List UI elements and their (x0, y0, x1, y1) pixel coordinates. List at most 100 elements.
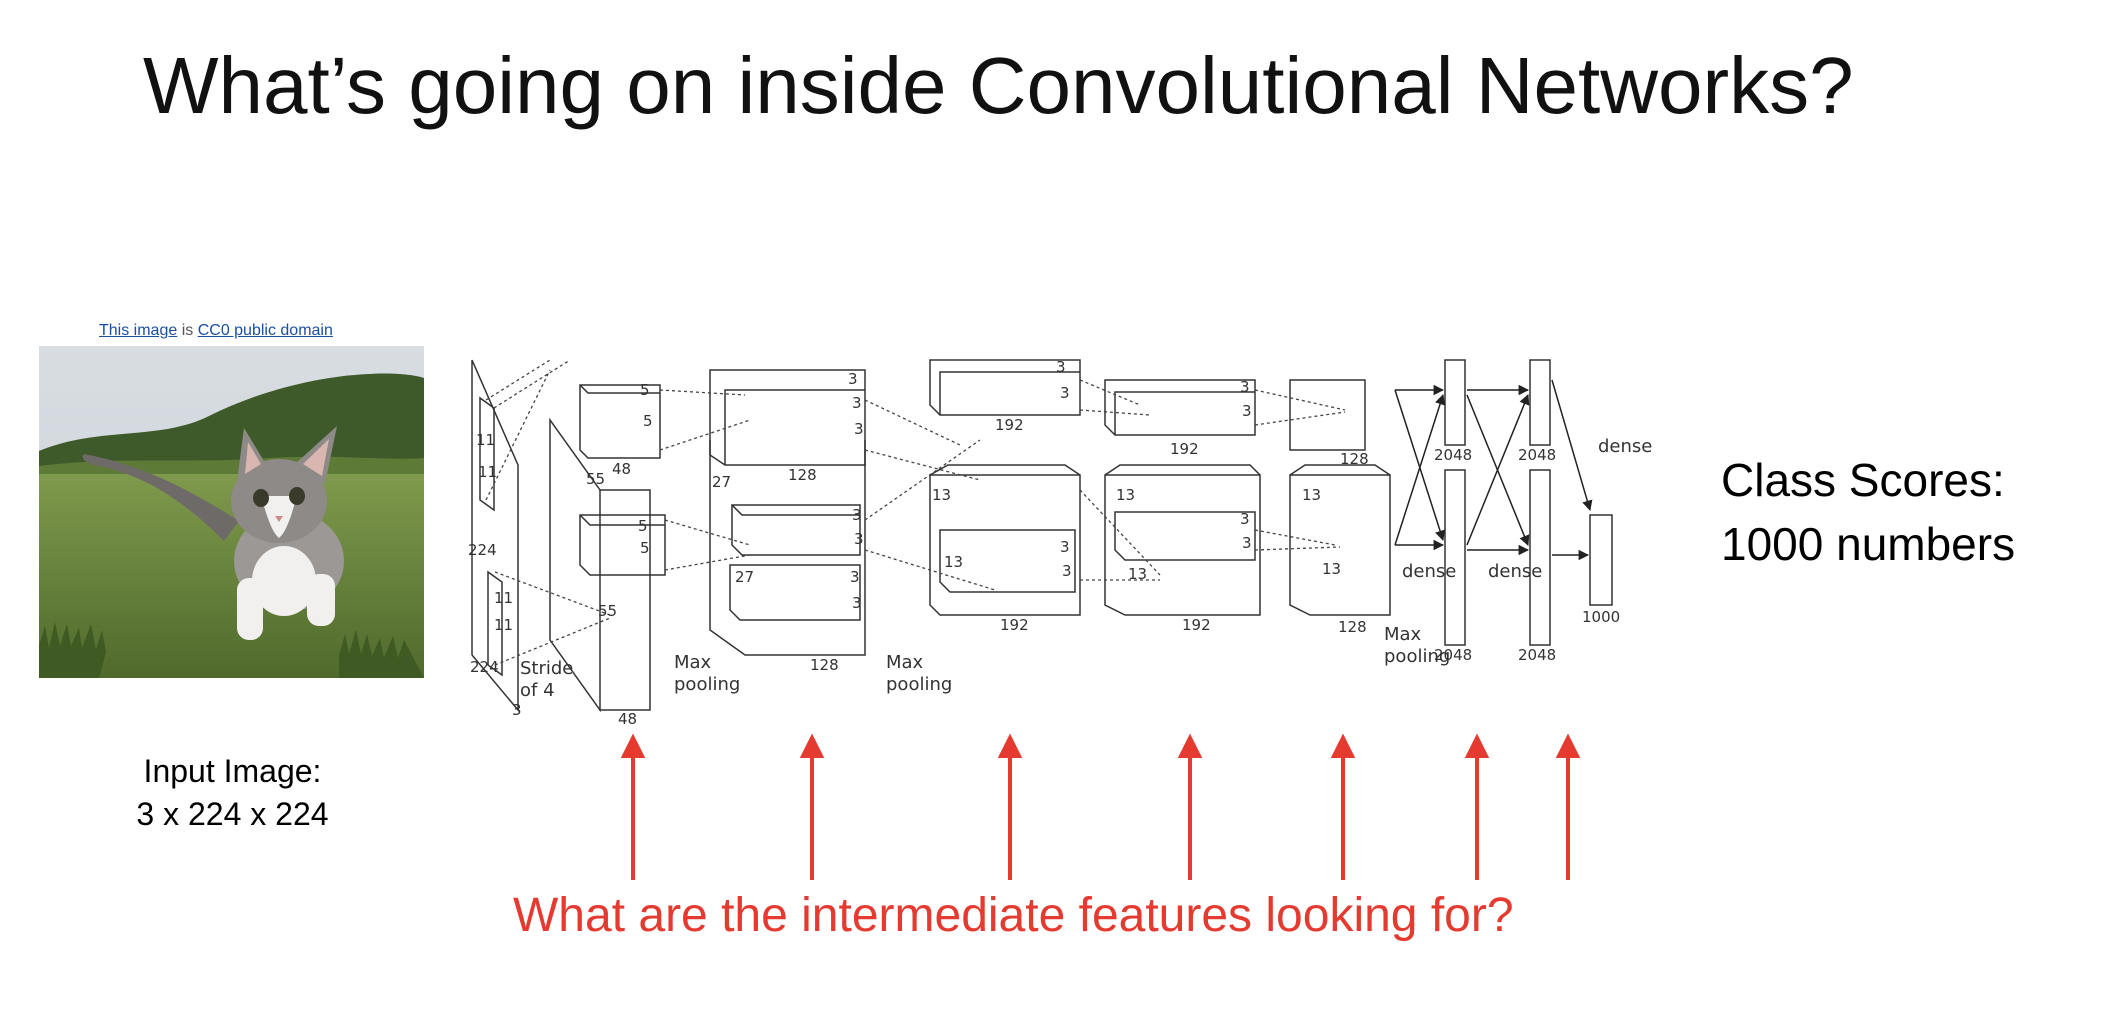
fc6-units-label: 2048 (1434, 646, 1472, 664)
dense-connections (1394, 379, 1593, 561)
kitten-leg-right (307, 574, 335, 626)
alexnet-diagram: 11 11 224 11 11 224 Stride of 4 3 5 5 48… (468, 358, 1652, 728)
kitten-nose (275, 516, 283, 522)
input-kernel-bottom (487, 570, 503, 677)
conv2-top (709, 369, 866, 466)
conv2-kernel-label: 3 (854, 530, 864, 548)
output-units-label: 1000 (1582, 608, 1620, 626)
input-height-label: 224 (468, 541, 497, 559)
conv1-kernel-label: 5 (640, 381, 650, 399)
conv2-kernel-label: 3 (852, 506, 862, 524)
output-caption-line1: Class Scores: (1721, 454, 2005, 506)
pool-label-1: Max (886, 652, 924, 673)
conv4-inner (1114, 511, 1256, 561)
license-link[interactable]: CC0 public domain (197, 322, 333, 339)
output-caption-line2: 1000 numbers (1721, 518, 2016, 570)
conv3-kernel-label: 3 (1056, 358, 1066, 376)
conv2-size-label: 27 (735, 568, 754, 586)
dense-label: dense (1402, 561, 1456, 582)
conv1-bottom (579, 514, 666, 576)
feature-arrow-head (997, 733, 1023, 758)
kernel-size-label: 11 (494, 589, 513, 607)
conv3-top (929, 359, 1081, 416)
pool-label-1: Max (1384, 624, 1422, 645)
fc6-top (1444, 359, 1466, 446)
dense-label: dense (1598, 436, 1652, 457)
dense-label: dense (1488, 561, 1542, 582)
conv2-bottom (729, 564, 861, 621)
image-link[interactable]: This image (99, 322, 178, 339)
output-caption: Class Scores: 1000 numbers (1721, 448, 2015, 576)
fc7-units-label: 2048 (1518, 646, 1556, 664)
feature-arrow-head (1177, 733, 1203, 758)
pool-label-2: pooling (886, 674, 952, 695)
conv3-depth-label: 192 (995, 416, 1024, 434)
grass-tuft (39, 622, 106, 678)
kitten-tail (82, 454, 239, 541)
conv3-kernel-label: 3 (1060, 538, 1070, 556)
conv2-kernel-label: 3 (854, 420, 864, 438)
conv4-size-label: 13 (1116, 486, 1135, 504)
pool-label-1: Max (674, 652, 712, 673)
fc6-units-label: 2048 (1434, 446, 1472, 464)
conv2-size-label: 27 (712, 473, 731, 491)
pool-label-2: pooling (674, 674, 740, 695)
conv3-kernel-label: 3 (1060, 384, 1070, 402)
feature-arrow-head (1555, 733, 1581, 758)
fc7-units-label: 2048 (1518, 446, 1556, 464)
conv3-kernel-label: 3 (1062, 562, 1072, 580)
kernel-size-label: 11 (476, 431, 495, 449)
kernel-size-label: 11 (494, 616, 513, 634)
feature-arrow-head (620, 733, 646, 758)
conv4-size-label: 13 (1128, 565, 1147, 583)
kitten-inner-ear-left (245, 442, 261, 474)
feature-arrow-head (799, 733, 825, 758)
conv5-depth-label: 128 (1340, 450, 1369, 468)
stride-label-2: of 4 (520, 680, 555, 701)
kitten-image (39, 346, 424, 678)
conv2-kernel-label: 3 (848, 370, 858, 388)
image-credit: This image is CC0 public domain (99, 322, 333, 340)
conv2-kernel-label: 3 (850, 568, 860, 586)
conv4-kernel-label: 3 (1240, 378, 1250, 396)
credit-connector: is (177, 322, 198, 339)
conv3-depth-label: 192 (1000, 616, 1029, 634)
conv1-size-label: 55 (586, 470, 605, 488)
slide-title: What’s going on inside Convolutional Net… (143, 41, 1854, 130)
kitten-chest (252, 546, 316, 616)
conv4-depth-label: 192 (1170, 440, 1199, 458)
conv1-kernel-label: 5 (638, 517, 648, 535)
input-channels-label: 3 (512, 701, 522, 719)
conv1-depth-label: 48 (618, 710, 637, 728)
conv1-kernel-label: 5 (643, 412, 653, 430)
fc7-bottom (1529, 469, 1551, 646)
conv2-kernel-label: 3 (852, 394, 862, 412)
input-caption-line2: 3 x 224 x 224 (136, 796, 329, 832)
conv2-depth-label: 128 (810, 656, 839, 674)
conv5-size-label: 13 (1322, 560, 1341, 578)
conv-connections (485, 359, 1346, 666)
input-width-label: 224 (470, 658, 499, 676)
conv2-depth-label: 128 (788, 466, 817, 484)
conv4-kernel-label: 3 (1242, 402, 1252, 420)
conv2-mid (731, 504, 861, 556)
conv1-depth-label: 48 (612, 460, 631, 478)
conv3-size-label: 13 (932, 486, 951, 504)
pool-label-2: pooling (1384, 646, 1450, 667)
conv2-volume (709, 440, 866, 656)
conv4-depth-label: 192 (1182, 616, 1211, 634)
question-caption: What are the intermediate features looki… (513, 889, 1514, 942)
feature-arrow-head (1330, 733, 1356, 758)
conv4-kernel-label: 3 (1242, 534, 1252, 552)
conv5-depth-label: 128 (1338, 618, 1367, 636)
kitten-eye-right (289, 487, 305, 505)
kernel-size-label: 11 (478, 463, 497, 481)
conv1-size-label: 55 (598, 602, 617, 620)
conv4-volume (1104, 464, 1261, 616)
fc8 (1589, 514, 1613, 606)
conv5-top (1289, 379, 1366, 451)
conv4-kernel-label: 3 (1240, 510, 1250, 528)
stride-label-1: Stride (520, 658, 573, 679)
conv3-size-label: 13 (944, 553, 963, 571)
input-kernel-top (479, 396, 495, 512)
